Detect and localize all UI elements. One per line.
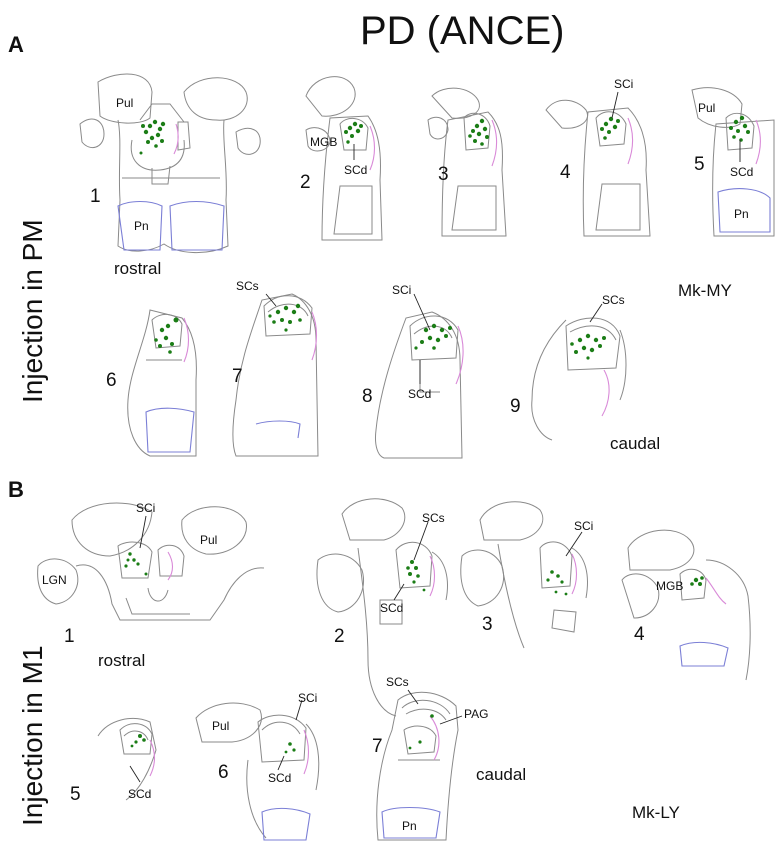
panel-a-section-1: Pul Pn 1 [79, 73, 261, 254]
section-number: 5 [70, 784, 81, 805]
pn-label: Pn [134, 219, 149, 233]
section-number: 4 [560, 162, 571, 183]
panel-a-section-5: Pul SCd Pn 5 [691, 87, 775, 237]
scd-label: SCd [380, 601, 403, 615]
section-number: 8 [362, 386, 373, 407]
panel-a-letter: A [8, 32, 24, 57]
pul-label: Pul [212, 719, 229, 733]
scs-label: SCs [602, 293, 625, 307]
pul-label: Pul [200, 533, 217, 547]
section-number: 9 [510, 396, 521, 417]
panel-a-section-8: SCi SCd 8 [362, 283, 464, 459]
panel-b-case-label: Mk-LY [632, 803, 680, 822]
scs-label: SCs [386, 675, 409, 689]
panel-a-section-7: SCs 7 [232, 279, 319, 457]
section-number: 3 [482, 614, 493, 635]
sci-label: SCi [614, 77, 633, 91]
panel-b-section-1: SCi Pul LGN 1 [37, 501, 265, 647]
panel-a-case-label: Mk-MY [678, 281, 732, 300]
scs-label: SCs [236, 279, 259, 293]
panel-b-caudal-label: caudal [476, 765, 526, 784]
panel-a-rostral-label: rostral [114, 259, 161, 278]
pn-label: Pn [402, 819, 417, 833]
panel-b-section-2: SCs SCd 2 [316, 498, 448, 717]
sci-label: SCi [574, 519, 593, 533]
pn-label: Pn [734, 207, 749, 221]
panel-a-section-2: MGB SCd 2 [300, 76, 383, 241]
panel-b-section-7: SCs PAG Pn 7 [372, 675, 488, 841]
mgb-label: MGB [656, 579, 683, 593]
section-number: 7 [232, 366, 243, 387]
figure-title: PD (ANCE) [360, 9, 564, 53]
sci-label: SCi [136, 501, 155, 515]
pul-label: Pul [698, 101, 715, 115]
panel-b-letter: B [8, 477, 24, 502]
section-number: 5 [694, 154, 705, 175]
panel-b-section-5: SCd 5 [70, 718, 157, 805]
panel-a-section-4: SCi 4 [545, 77, 651, 237]
section-number: 6 [218, 762, 229, 783]
panel-b-section-6: SCi Pul SCd 6 [195, 691, 320, 841]
scd-label: SCd [344, 163, 367, 177]
section-number: 1 [90, 186, 101, 207]
section-number: 6 [106, 370, 117, 391]
panel-b-section-4: MGB 4 [621, 529, 751, 681]
section-number: 3 [438, 164, 449, 185]
panel-a-side-label: Injection in PM [17, 219, 48, 403]
panel-a-caudal-label: caudal [610, 434, 660, 453]
scd-label: SCd [128, 787, 151, 801]
panel-a-section-9: SCs 9 [510, 293, 627, 441]
panel-b-side-label: Injection in M1 [17, 645, 48, 826]
section-number: 4 [634, 624, 645, 645]
section-number: 2 [334, 626, 345, 647]
pul-label: Pul [116, 96, 133, 110]
sci-label: SCi [392, 283, 411, 297]
panel-a-section-3: 3 [427, 87, 507, 237]
scd-label: SCd [730, 165, 753, 179]
section-number: 7 [372, 736, 383, 757]
lgn-label: LGN [42, 573, 67, 587]
section-number: 2 [300, 172, 311, 193]
section-number: 1 [64, 626, 75, 647]
panel-a-section-6: 6 [106, 309, 197, 457]
sci-label: SCi [298, 691, 317, 705]
scs-label: SCs [422, 511, 445, 525]
panel-b-rostral-label: rostral [98, 651, 145, 670]
scd-label: SCd [268, 771, 291, 785]
pag-label: PAG [464, 707, 488, 721]
scd-label: SCd [408, 387, 431, 401]
panel-b-section-3: SCi 3 [460, 501, 593, 649]
mgb-label: MGB [310, 135, 337, 149]
